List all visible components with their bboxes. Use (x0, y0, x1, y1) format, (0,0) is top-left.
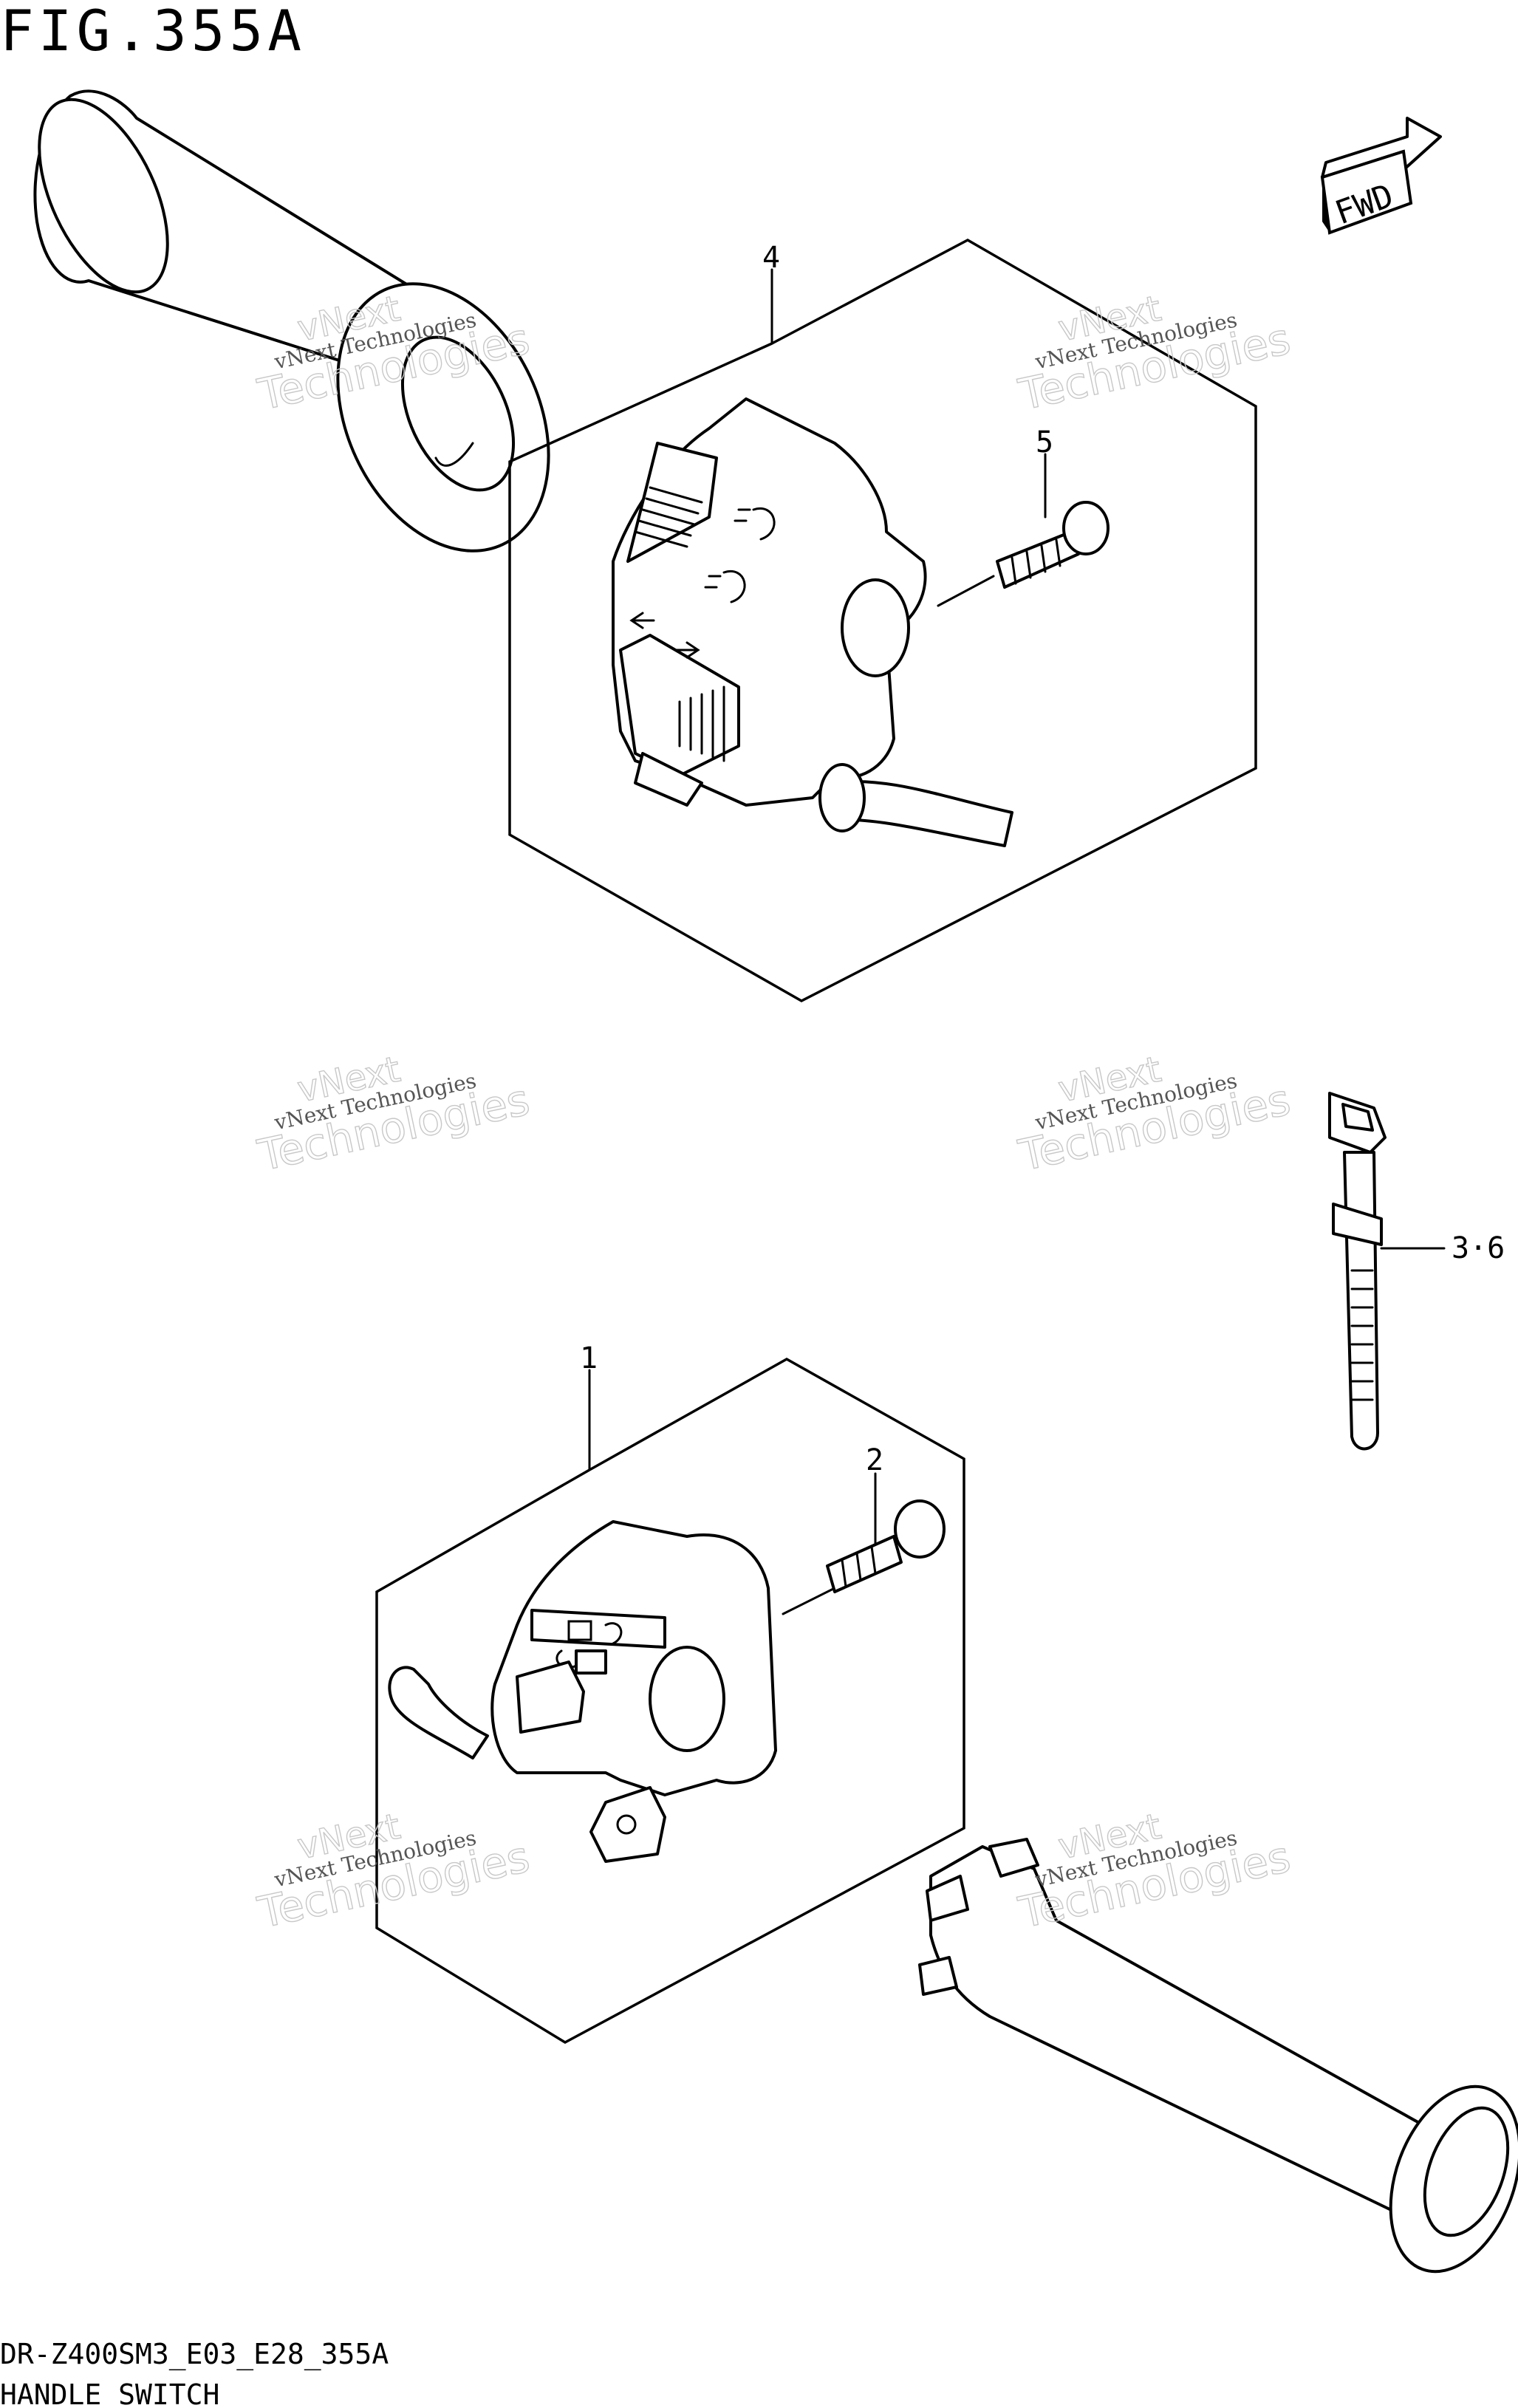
callout-5: 5 (1036, 425, 1053, 459)
switch-screw-lower (782, 1472, 946, 1615)
headlight-icon (704, 507, 776, 603)
start-button-icon (555, 1620, 623, 1675)
throttle-grip (918, 1838, 1518, 2274)
dimmer-switch-icon (634, 486, 703, 548)
left-handlebar-grip (33, 89, 550, 553)
kit-outline-upper (508, 239, 1257, 1002)
watermark-3: vNext vNext Technologies Technologies (253, 1048, 534, 1181)
fwd-arrow-icon: FWD (1320, 117, 1442, 235)
turn-arrow-icon (629, 612, 700, 659)
model-code: DR-Z400SM3_E03_E28_355A (0, 2338, 389, 2371)
callout-2: 2 (866, 1443, 883, 1477)
kit-outline-lower (375, 1357, 965, 2045)
watermark-4: vNext vNext Technologies Technologies (1013, 1048, 1295, 1181)
callout-3-6: 3·6 (1452, 1231, 1505, 1265)
watermark-5: vNext vNext Technologies Technologies (253, 1805, 534, 1938)
turn-signal-knob (678, 685, 725, 762)
left-handle-switch-assembly (612, 397, 1013, 847)
callout-4: 4 (762, 241, 780, 275)
right-handle-switch-assembly (388, 1520, 777, 1863)
cable-tie (1328, 1092, 1446, 1451)
watermark-6: vNext vNext Technologies Technologies (1013, 1805, 1295, 1938)
callout-1: 1 (580, 1341, 598, 1375)
switch-screw-upper (937, 453, 1110, 607)
section-name: HANDLE SWITCH (0, 2378, 219, 2408)
figure-title: FIG.355A (0, 0, 306, 64)
